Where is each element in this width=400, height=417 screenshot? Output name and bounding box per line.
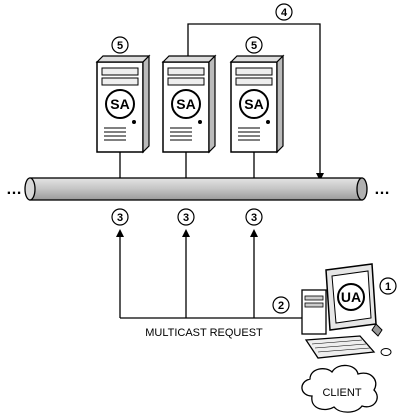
- step-4-number: 4: [281, 7, 288, 19]
- client-cloud: CLIENT: [301, 364, 378, 413]
- reply-badges: 3 3 3: [111, 208, 263, 226]
- sa-badge-label: SA: [244, 96, 263, 112]
- step-3-badge: [177, 208, 195, 226]
- client-mouse: [380, 348, 392, 356]
- step-3-number: 3: [251, 212, 257, 224]
- sa-badge-label: SA: [176, 96, 195, 112]
- step-2-number: 2: [278, 300, 284, 312]
- step-5-number: 5: [251, 40, 257, 52]
- server-sa-1: 5 SA: [95, 36, 151, 178]
- multicast-request-label: MULTICAST REQUEST: [145, 327, 263, 339]
- ellipsis-right: …: [374, 181, 390, 198]
- sa-badge-label: SA: [110, 96, 129, 112]
- step-1-number: 1: [385, 281, 391, 293]
- ua-badge-label: UA: [341, 289, 361, 305]
- step-5-number: 5: [117, 40, 123, 52]
- sa-badge: [239, 89, 269, 119]
- multicast-request: MULTICAST REQUEST 2: [116, 229, 306, 339]
- step-3-number: 3: [183, 212, 189, 224]
- step-2-badge: [272, 296, 290, 314]
- step-3-badge: [245, 208, 263, 226]
- directory-path: 4: [187, 3, 324, 181]
- sa-badge: [105, 89, 135, 119]
- step-3-badge: [111, 208, 129, 226]
- step-5-badge: [245, 36, 263, 54]
- server-sa-3: 5 SA: [229, 36, 285, 178]
- step-3-number: 3: [117, 212, 123, 224]
- ellipsis-left: …: [6, 181, 22, 198]
- step-5-badge: [111, 36, 129, 54]
- step-4-badge: [275, 3, 293, 21]
- server-sa-2: SA: [161, 54, 217, 178]
- step-1-badge: [379, 277, 397, 295]
- network-bus: … …: [6, 177, 390, 201]
- sa-badge: [171, 89, 201, 119]
- client-cloud-label: CLIENT: [322, 387, 361, 399]
- client-computer: 1 UA: [301, 263, 397, 359]
- client-keyboard: [304, 335, 376, 359]
- ua-badge: [337, 283, 365, 311]
